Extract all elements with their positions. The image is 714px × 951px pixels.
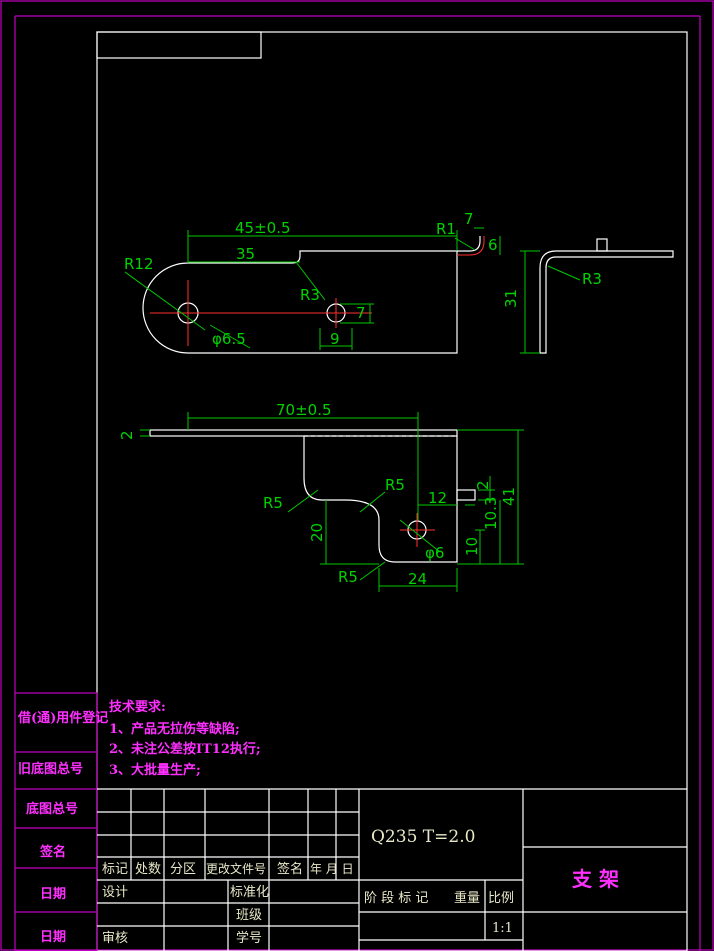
dim-12: 12 bbox=[428, 489, 447, 507]
dim-2b: 2 bbox=[474, 480, 492, 490]
student-no-label: 学号 bbox=[236, 930, 262, 946]
tech-item-3: 3、大批量生产; bbox=[109, 762, 201, 778]
side-column bbox=[14, 15, 701, 951]
dim-r5-left: R5 bbox=[263, 494, 283, 512]
rev-h-zone: 分区 bbox=[170, 862, 196, 877]
dim-10: 10 bbox=[463, 537, 481, 556]
side-cell-2: 底图总号 bbox=[26, 801, 78, 817]
rev-h-date: 年 月 日 bbox=[310, 862, 354, 876]
stage-h-scale: 比例 bbox=[488, 891, 514, 906]
part-name: 支 架 bbox=[572, 867, 619, 891]
dim-20: 20 bbox=[308, 523, 326, 542]
side-view bbox=[520, 238, 674, 354]
rev-h-count: 处数 bbox=[135, 862, 161, 877]
dim-hole-6.5: φ6.5 bbox=[212, 330, 246, 348]
dim-r12: R12 bbox=[124, 255, 154, 273]
side-cell-0: 借(通)用件登记 bbox=[17, 710, 108, 726]
dim-31: 31 bbox=[502, 289, 520, 308]
side-cell-5: 日期 bbox=[40, 930, 66, 945]
dim-bend-7: 7 bbox=[464, 210, 474, 228]
material-label: Q235 T=2.0 bbox=[371, 827, 475, 847]
dim-45: 45±0.5 bbox=[235, 219, 291, 237]
dim-10-3: 10.3 bbox=[482, 497, 500, 530]
rev-h-docno: 更改文件号 bbox=[206, 861, 266, 876]
dim-41: 41 bbox=[500, 487, 518, 506]
side-cell-1: 旧底图总号 bbox=[18, 761, 83, 777]
top-view bbox=[124, 227, 501, 354]
title-block-grid bbox=[97, 788, 687, 951]
dim-bend-6: 6 bbox=[488, 236, 498, 254]
dim-r3-side: R3 bbox=[582, 270, 602, 288]
dim-35: 35 bbox=[236, 245, 255, 263]
design-label: 设计 bbox=[102, 885, 128, 900]
dim-24: 24 bbox=[408, 570, 427, 588]
drawing-frame bbox=[96, 31, 688, 951]
front-view bbox=[140, 412, 524, 592]
dim-slot-7: 7 bbox=[356, 304, 366, 322]
rev-h-mark: 标记 bbox=[102, 862, 128, 877]
tech-item-2: 2、未注公差按IT12执行; bbox=[109, 741, 261, 757]
dim-r5-inner: R5 bbox=[385, 476, 405, 494]
dim-r1: R1 bbox=[436, 220, 456, 238]
scale-value: 1:1 bbox=[492, 921, 513, 936]
tech-item-1: 1、产品无拉伤等缺陷; bbox=[109, 721, 240, 737]
rev-h-sign: 签名 bbox=[277, 861, 303, 877]
dim-slot-9: 9 bbox=[330, 330, 340, 348]
side-cell-4: 日期 bbox=[40, 887, 66, 902]
dim-hole-6: φ6 bbox=[425, 544, 444, 562]
standard-label: 标准化 bbox=[230, 885, 269, 900]
review-label: 审核 bbox=[102, 931, 128, 946]
dim-r5-bottom: R5 bbox=[338, 568, 358, 586]
code-box bbox=[96, 31, 262, 59]
stage-h-mark: 阶 段 标 记 bbox=[364, 891, 428, 906]
tech-title: 技术要求: bbox=[109, 699, 166, 715]
class-label: 班级 bbox=[236, 908, 262, 923]
dim-70: 70±0.5 bbox=[276, 401, 332, 419]
side-cell-3: 签名 bbox=[39, 844, 66, 860]
stage-h-weight: 重量 bbox=[454, 890, 480, 906]
dim-r3-notch: R3 bbox=[300, 286, 320, 304]
dim-thickness-2: 2 bbox=[118, 430, 136, 440]
